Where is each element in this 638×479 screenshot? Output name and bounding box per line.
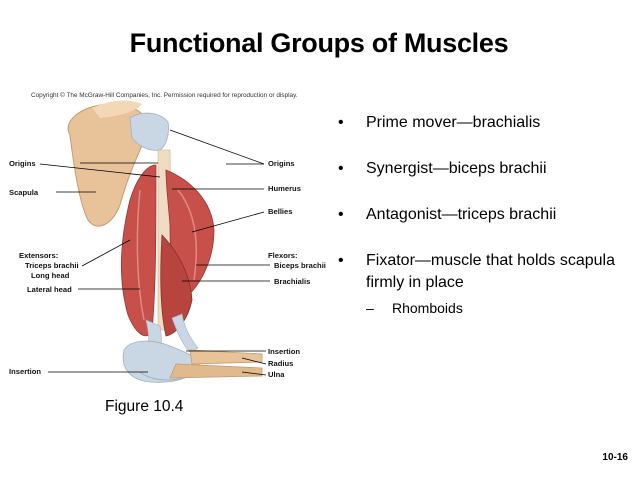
radius-bone <box>189 349 263 365</box>
bullet-text: Synergist—biceps brachii <box>366 160 547 177</box>
ulna-bone <box>169 363 263 379</box>
label-humerus: Humerus <box>268 184 301 193</box>
label-brachialis: Brachialis <box>274 277 311 286</box>
bullet-dot-icon: • <box>338 206 344 223</box>
copyright-notice: Copyright © The McGraw-Hill Companies, I… <box>31 92 298 99</box>
bullet-dot-icon: • <box>338 252 344 269</box>
bullet-item: • Synergist—biceps brachii <box>336 158 631 180</box>
bullet-dot-icon: • <box>338 160 344 177</box>
bullet-item: • Fixator—muscle that holds scapula firm… <box>336 250 631 294</box>
label-biceps-brachii: Biceps brachii <box>274 261 326 270</box>
bullet-text: Antagonist—triceps brachii <box>366 206 557 223</box>
label-scapula: Scapula <box>9 188 39 197</box>
sub-bullet-item: – Rhomboids <box>336 298 631 318</box>
label-origins-right: Origins <box>268 159 295 168</box>
label-long-head: Long head <box>31 271 70 280</box>
label-flexors: Flexors: <box>268 251 298 260</box>
bullet-dot-icon: • <box>338 114 344 131</box>
sub-bullet-dash-icon: – <box>366 300 374 316</box>
label-insertion-left: Insertion <box>9 367 42 376</box>
bullet-item: • Antagonist—triceps brachii <box>336 204 631 226</box>
label-ulna: Ulna <box>268 370 285 379</box>
figure-caption: Figure 10.4 <box>105 398 184 415</box>
bullet-item: • Prime mover—brachialis <box>336 112 631 134</box>
label-origins-left: Origins <box>9 159 36 168</box>
bullet-text: Fixator—muscle that holds scapula firmly… <box>366 252 615 291</box>
label-bellies: Bellies <box>268 207 293 216</box>
sub-bullet-text: Rhomboids <box>392 300 463 316</box>
bullet-text: Prime mover—brachialis <box>366 114 541 131</box>
label-insertion-right: Insertion <box>268 347 301 356</box>
label-lateral-head: Lateral head <box>27 285 72 294</box>
label-radius: Radius <box>268 359 294 368</box>
slide-number: 10-16 <box>602 452 628 463</box>
bullet-list: • Prime mover—brachialis • Synergist—bic… <box>336 112 631 318</box>
slide-title: Functional Groups of Muscles <box>129 28 509 58</box>
label-triceps-brachii: Triceps brachii <box>25 261 79 270</box>
label-extensors: Extensors: <box>19 251 59 260</box>
